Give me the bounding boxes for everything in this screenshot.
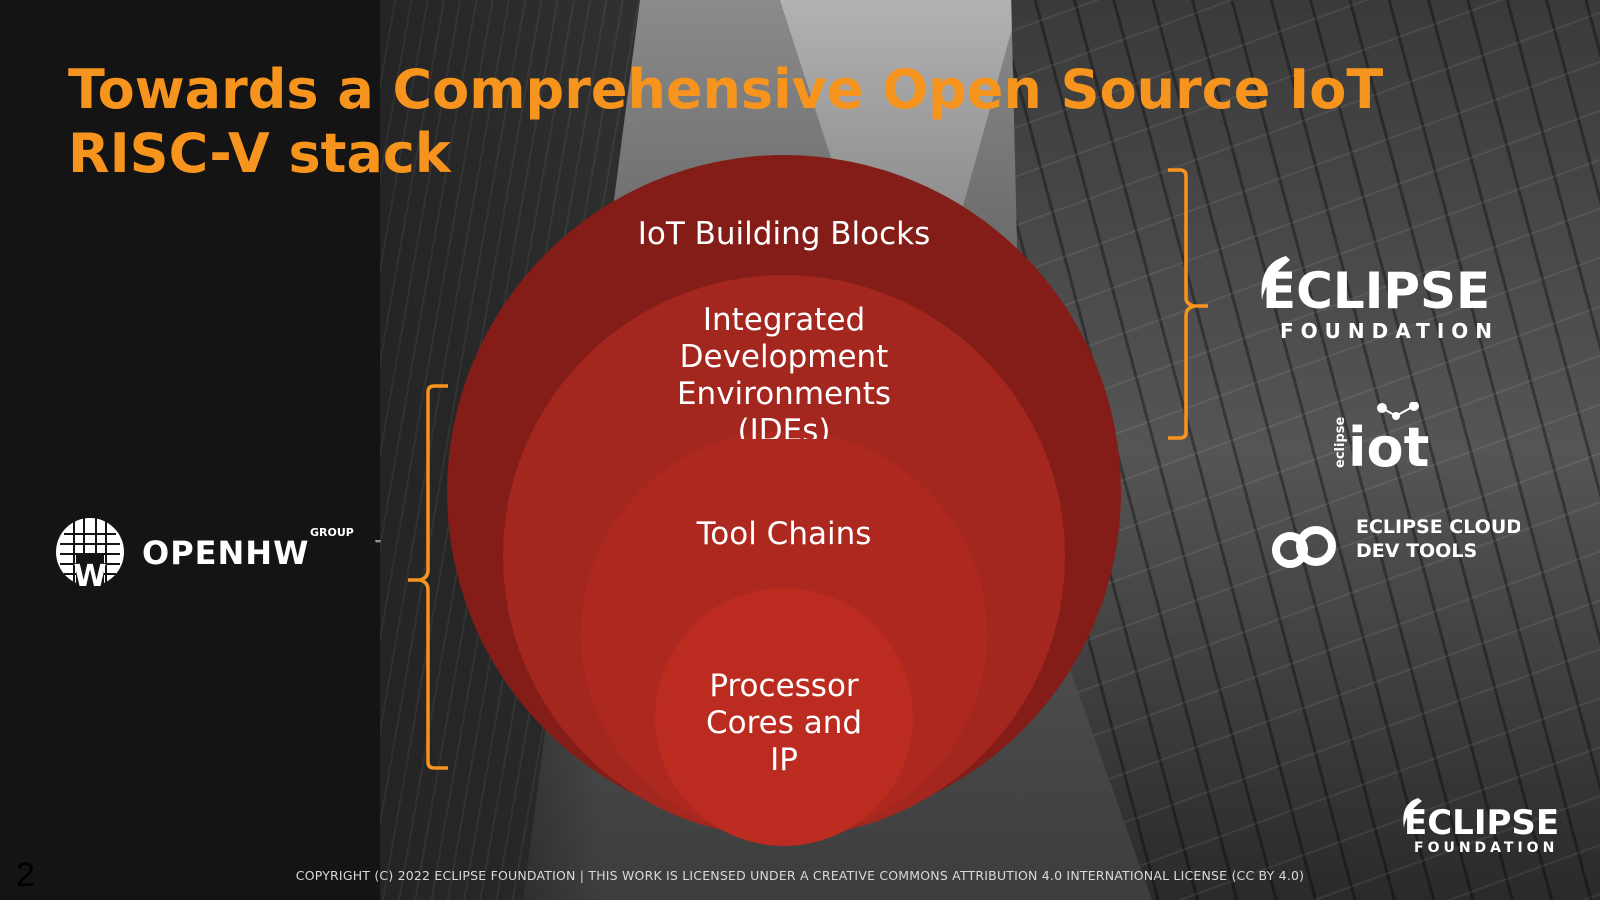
copyright-notice: COPYRIGHT (C) 2022 ECLIPSE FOUNDATION | … [295,868,1305,883]
right-bracket [1168,168,1208,440]
footer-eclipse-logo: ECLIPSE FOUNDATION [1403,798,1559,856]
eclipse-swoosh-icon [1261,256,1290,300]
openhw-group-text: GROUP [310,526,354,539]
eclipse-iot-name-text: iot [1348,416,1429,472]
footer-eclipse-main-text: ECLIPSE [1404,803,1559,843]
label-tool-chains: Tool Chains [696,516,872,552]
label-ides: Integrated Development Environments (IDE… [676,302,892,439]
page-number: 2 [16,856,35,894]
eclipse-cloud-dev-tools-logo: ECLIPSE CLOUD DEV TOOLS [1272,516,1520,568]
openhw-icon: W [56,518,124,594]
footer-eclipse-sub-text: FOUNDATION [1414,840,1558,856]
svg-text:W: W [73,559,106,594]
eclipse-iot-prefix-text: eclipse [1333,417,1348,468]
openhw-group-logo: W GROUP OPENHW ™ [56,518,382,594]
label-iot-building-blocks: IoT Building Blocks [637,216,931,252]
cloud-line2-text: DEV TOOLS [1356,540,1477,562]
cloud-icon [1272,526,1336,568]
openhw-name-text: OPENHW [142,534,309,572]
left-bracket [408,384,448,770]
eclipse-foundation-logo: ECLIPSE FOUNDATION [1261,256,1499,343]
eclipse-foundation-sub-text: FOUNDATION [1280,319,1499,343]
cloud-line1-text: ECLIPSE CLOUD [1356,516,1520,538]
eclipse-foundation-main-text: ECLIPSE [1262,262,1490,320]
eclipse-iot-logo: eclipse iot [1333,402,1429,472]
footer-eclipse-swoosh-icon [1403,798,1422,828]
label-processor-cores: Processor Cores and IP [705,668,863,778]
slide-title: Towards a Comprehensive Open Source IoT … [68,58,1384,185]
iot-network-icon [1377,402,1419,420]
label-ides-clip: Integrated Development Environments (IDE… [664,302,904,439]
openhw-tm: ™ [374,539,382,548]
circle-processor-cores [655,588,913,846]
